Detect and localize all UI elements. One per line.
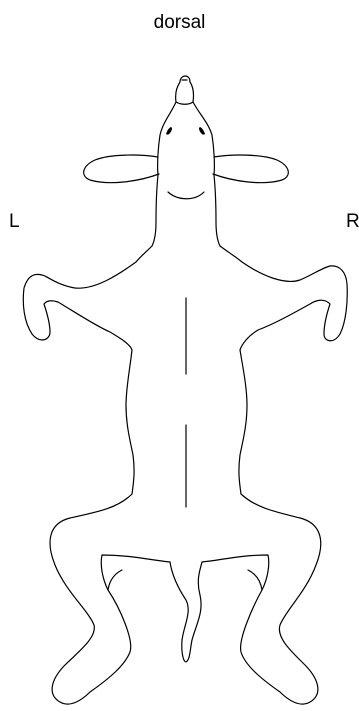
right-forelimb [220, 246, 347, 350]
right-ear [213, 155, 288, 183]
chin-line [168, 192, 204, 199]
head-outline [158, 76, 215, 175]
left-thigh-inner [108, 570, 122, 590]
left-hindlimb [50, 494, 170, 704]
tail [170, 562, 202, 662]
neck-outline [152, 175, 220, 246]
eye-marks [166, 127, 205, 134]
left-forelimb [23, 246, 152, 350]
left-ear [84, 155, 159, 183]
right-thigh-inner [248, 570, 262, 590]
right-hindlimb [202, 494, 321, 704]
